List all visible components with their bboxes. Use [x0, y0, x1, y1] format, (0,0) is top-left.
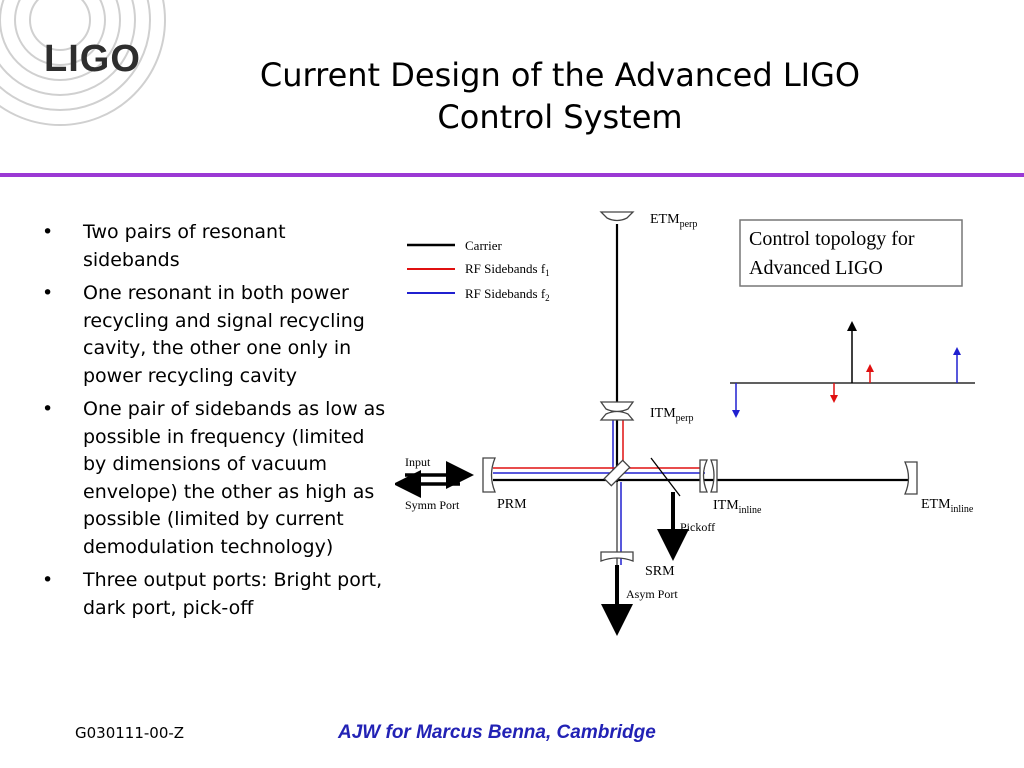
bullet-text: One pair of sidebands as low as possible…	[83, 398, 386, 558]
etm-inline-label: ETMinline	[921, 497, 974, 515]
symm-port-arrows	[395, 461, 474, 498]
title-line-1: Current Design of the Advanced LIGO	[259, 56, 861, 94]
title-line-2: Control System	[437, 98, 683, 136]
itm-inline-mirror	[699, 459, 718, 493]
bullet-item: • Three output ports: Bright port, dark p…	[40, 567, 388, 622]
bullet-text: Three output ports: Bright port, dark po…	[83, 569, 383, 619]
itm-inline-label: ITMinline	[713, 498, 762, 516]
legend-rf1-label: RF Sidebands f1	[465, 261, 550, 278]
spectrum-rf2-down-arrowhead	[732, 410, 740, 418]
itm-perp-label: ITMperp	[650, 406, 693, 424]
bullet-dot: •	[42, 569, 54, 591]
ligo-logo: LIGO	[44, 38, 141, 80]
input-label: Input	[405, 455, 431, 469]
etm-inline-mirror	[904, 461, 918, 495]
spectrum-rf2-up-arrowhead	[953, 347, 961, 355]
legend-rf2-label: RF Sidebands f2	[465, 286, 550, 303]
prm-label: PRM	[497, 497, 527, 512]
legend-carrier-label: Carrier	[465, 238, 502, 253]
itm-perp-mirror	[599, 401, 635, 421]
srm-label: SRM	[645, 564, 675, 579]
pickoff-plate	[650, 457, 681, 497]
pickoff-label: Pickoff	[680, 520, 715, 534]
footer-credit: AJW for Marcus Benna, Cambridge	[338, 722, 656, 743]
frequency-spectrum	[730, 321, 975, 418]
etm-perp-mirror	[599, 211, 635, 222]
bullet-item: • One resonant in both power recycling an…	[40, 280, 388, 390]
perp-arm-beams	[612, 224, 624, 565]
spectrum-carrier-arrowhead	[847, 321, 857, 331]
caption-line-1: Control topology for	[749, 228, 915, 250]
bullet-dot: •	[42, 398, 54, 420]
logo-swirl-graphic	[0, 0, 166, 126]
legend: Carrier RF Sidebands f1 RF Sidebands f2	[407, 238, 550, 303]
prm-mirror	[482, 457, 496, 493]
bullet-list: • Two pairs of resonant sidebands • One re…	[40, 219, 388, 628]
caption-box: Control topology for Advanced LIGO	[739, 219, 963, 287]
caption-line-2: Advanced LIGO	[749, 257, 883, 279]
bullet-text: Two pairs of resonant sidebands	[83, 221, 286, 271]
bullet-dot: •	[42, 221, 54, 243]
bullet-text: One resonant in both power recycling and…	[83, 282, 365, 387]
bullet-item: • Two pairs of resonant sidebands	[40, 219, 388, 274]
asym-port-label: Asym Port	[626, 587, 678, 601]
spectrum-rf1-up-arrowhead	[866, 364, 874, 372]
interferometer-diagram: Carrier RF Sidebands f1 RF Sidebands f2 …	[395, 211, 975, 636]
slide-title: Current Design of the Advanced LIGO Cont…	[200, 54, 920, 138]
bullet-item: • One pair of sidebands as low as possibl…	[40, 396, 388, 561]
symm-port-label: Symm Port	[405, 498, 460, 512]
beamsplitter	[603, 459, 631, 487]
etm-perp-label: ETMperp	[650, 212, 697, 230]
document-id: G030111-00-Z	[75, 724, 185, 742]
bullet-dot: •	[42, 282, 54, 304]
srm-mirror	[600, 551, 634, 562]
title-divider	[0, 173, 1024, 177]
spectrum-rf1-down-arrowhead	[830, 395, 838, 403]
